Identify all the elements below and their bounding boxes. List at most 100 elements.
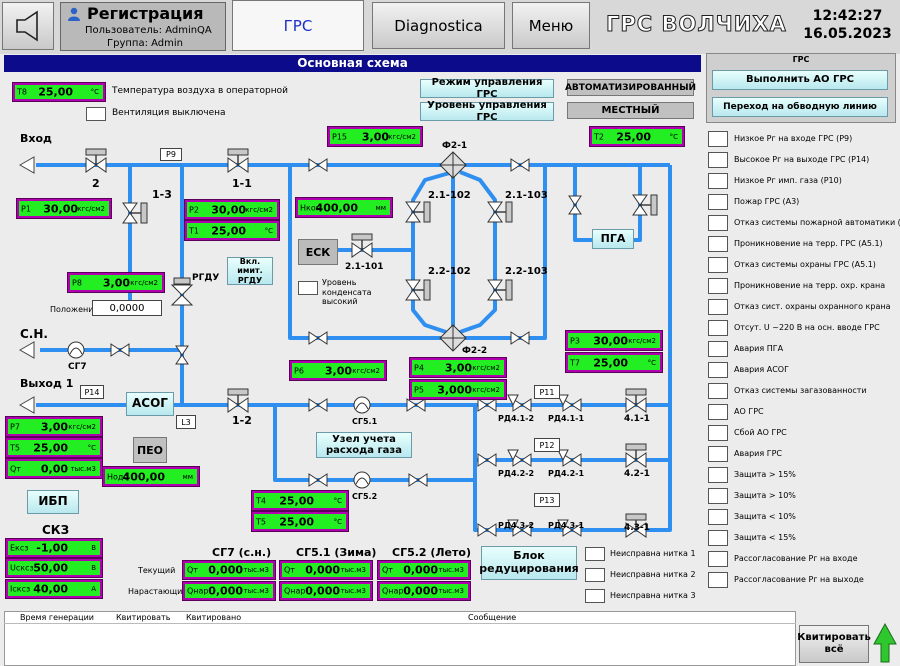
valve-label: 1-2 bbox=[232, 414, 252, 427]
alarm-label: Низкое Рг на входе ГРС (P9) bbox=[734, 134, 853, 143]
alarm-indicator bbox=[708, 361, 728, 378]
alarm-row: Рассогласование Рг на входе bbox=[708, 548, 900, 569]
outlet-label: Выход 1 bbox=[20, 377, 74, 390]
skz-title: СКЗ bbox=[42, 523, 70, 537]
alarm-label: Сбой АО ГРС bbox=[734, 428, 787, 437]
execute-ao-button[interactable]: Выполнить АО ГРС bbox=[712, 70, 888, 90]
alarm-row: Авария ГРС bbox=[708, 443, 900, 464]
col-acked[interactable]: Квитировано bbox=[186, 613, 242, 622]
alarm-label: Отказ системы пожарной автоматики (А3) bbox=[734, 218, 900, 227]
tab-grs[interactable]: ГРС bbox=[232, 0, 364, 51]
valve-label: РД4.3-1 bbox=[548, 521, 585, 530]
ventilation-label: Вентиляция выключена bbox=[112, 108, 226, 118]
alarm-indicator bbox=[708, 235, 728, 252]
flow-col-title: СГ5.1 (Зима) bbox=[296, 546, 377, 559]
alarm-label: Авария АСОГ bbox=[734, 365, 789, 374]
valve-label: 2 bbox=[92, 177, 100, 190]
alarm-row: Защита > 10% bbox=[708, 485, 900, 506]
fault-indicator bbox=[585, 568, 605, 582]
sound-button[interactable] bbox=[2, 2, 54, 50]
esk-block[interactable]: ЕСК bbox=[298, 239, 338, 265]
reduction-block-button[interactable]: Блок редуцирования bbox=[479, 546, 579, 580]
valve-label: 2.1-101 bbox=[345, 262, 384, 272]
col-time[interactable]: Время генерации bbox=[20, 613, 94, 622]
user-name: Пользователь: AdminQA bbox=[85, 25, 212, 36]
alarm-label: Проникновение на терр. ГРС (А5.1) bbox=[734, 239, 883, 248]
alarm-row: Проникновение на терр. ГРС (А5.1) bbox=[708, 233, 900, 254]
alarm-label: Защита < 10% bbox=[734, 512, 796, 521]
valve-label: РД4.1-2 bbox=[498, 414, 535, 423]
alarm-row: Отсут. U ~220 В на осн. вводе ГРС bbox=[708, 317, 900, 338]
valve-label: 4.1-1 bbox=[624, 414, 650, 424]
alarm-label: Защита < 15% bbox=[734, 533, 796, 542]
alarm-label: Отказ сист. охраны охранного крана bbox=[734, 302, 891, 311]
pga-block[interactable]: ПГА bbox=[592, 229, 634, 249]
meter-node-button[interactable]: Узел учета расхода газа bbox=[316, 432, 412, 458]
alarm-indicator bbox=[708, 172, 728, 189]
bypass-button[interactable]: Переход на обводную линию bbox=[712, 97, 888, 117]
imit-rgdu-button[interactable]: Вкл. имит. РГДУ bbox=[227, 257, 273, 285]
valve-label: 2.1-102 bbox=[428, 190, 471, 201]
event-log[interactable] bbox=[4, 611, 796, 666]
tab-menu[interactable]: Меню bbox=[512, 2, 590, 49]
alarm-label: Отсут. U ~220 В на осн. вводе ГРС bbox=[734, 323, 880, 332]
alarm-indicator bbox=[708, 382, 728, 399]
alarm-row: Защита < 15% bbox=[708, 527, 900, 548]
asog-block[interactable]: АСОГ bbox=[126, 392, 174, 416]
valve-label: Ф2-2 bbox=[462, 346, 488, 356]
tab-diagnostica[interactable]: Diagnostica bbox=[372, 2, 505, 49]
alarm-label: Авария ГРС bbox=[734, 449, 783, 458]
alarm-label: Авария ПГА bbox=[734, 344, 784, 353]
alarm-indicator bbox=[708, 340, 728, 357]
alarm-indicator bbox=[708, 508, 728, 525]
tag-p11: P11 bbox=[534, 385, 560, 399]
peo-block[interactable]: ПЕО bbox=[133, 437, 167, 463]
sn-label: С.Н. bbox=[20, 327, 48, 341]
alarm-row: Защита < 10% bbox=[708, 506, 900, 527]
valve-label: 1-1 bbox=[232, 177, 252, 190]
registration-panel[interactable]: Регистрация Пользователь: AdminQA Группа… bbox=[60, 2, 226, 51]
alarm-label: Низкое Рг имп. газа (P10) bbox=[734, 176, 842, 185]
station-name: ГРС ВОЛЧИХА bbox=[606, 12, 787, 37]
alarm-row: Отказ системы пожарной автоматики (А3) bbox=[708, 212, 900, 233]
level-button[interactable]: Уровень управления ГРС bbox=[420, 100, 554, 123]
alarm-indicator bbox=[708, 319, 728, 336]
ibp-block[interactable]: ИБП bbox=[27, 490, 79, 514]
valve-label: 4.3-1 bbox=[624, 523, 650, 533]
alarm-indicator bbox=[708, 550, 728, 567]
alarm-row: Низкое Рг на входе ГРС (P9) bbox=[708, 128, 900, 149]
up-arrow-icon[interactable] bbox=[872, 622, 898, 664]
alarm-label: АО ГРС bbox=[734, 407, 764, 416]
condensate-label: Уровень конденсата высокий bbox=[322, 278, 372, 307]
alarm-row: АО ГРС bbox=[708, 401, 900, 422]
valve-label: РД4.3-2 bbox=[498, 521, 535, 530]
alarm-label: Отказ системы охраны ГРС (А5.1) bbox=[734, 260, 876, 269]
alarm-indicator bbox=[708, 151, 728, 168]
flow-row-current: Текущий bbox=[138, 566, 176, 575]
mode-button[interactable]: Режим управления ГРС bbox=[420, 77, 554, 100]
tag-p14: P14 bbox=[80, 385, 104, 399]
registration-title: Регистрация bbox=[87, 4, 204, 23]
valve-label: 2.2-103 bbox=[505, 266, 548, 277]
col-message[interactable]: Сообщение bbox=[468, 613, 517, 622]
col-ack[interactable]: Квитировать bbox=[116, 613, 171, 622]
alarm-label: Пожар ГРС (А3) bbox=[734, 197, 800, 206]
alarm-row: Отказ системы охраны ГРС (А5.1) bbox=[708, 254, 900, 275]
valve-label: РД4.1-1 bbox=[548, 414, 585, 423]
tag-p12: P12 bbox=[534, 438, 560, 452]
ack-all-button[interactable]: Квитировать всё bbox=[797, 625, 871, 663]
alarm-row: Высокое Рг на выходе ГРС (P14) bbox=[708, 149, 900, 170]
position-value: 0,0000 bbox=[92, 300, 162, 316]
alarm-row: Отказ сист. охраны охранного крана bbox=[708, 296, 900, 317]
alarm-label: Отказ системы загазованности bbox=[734, 386, 867, 395]
